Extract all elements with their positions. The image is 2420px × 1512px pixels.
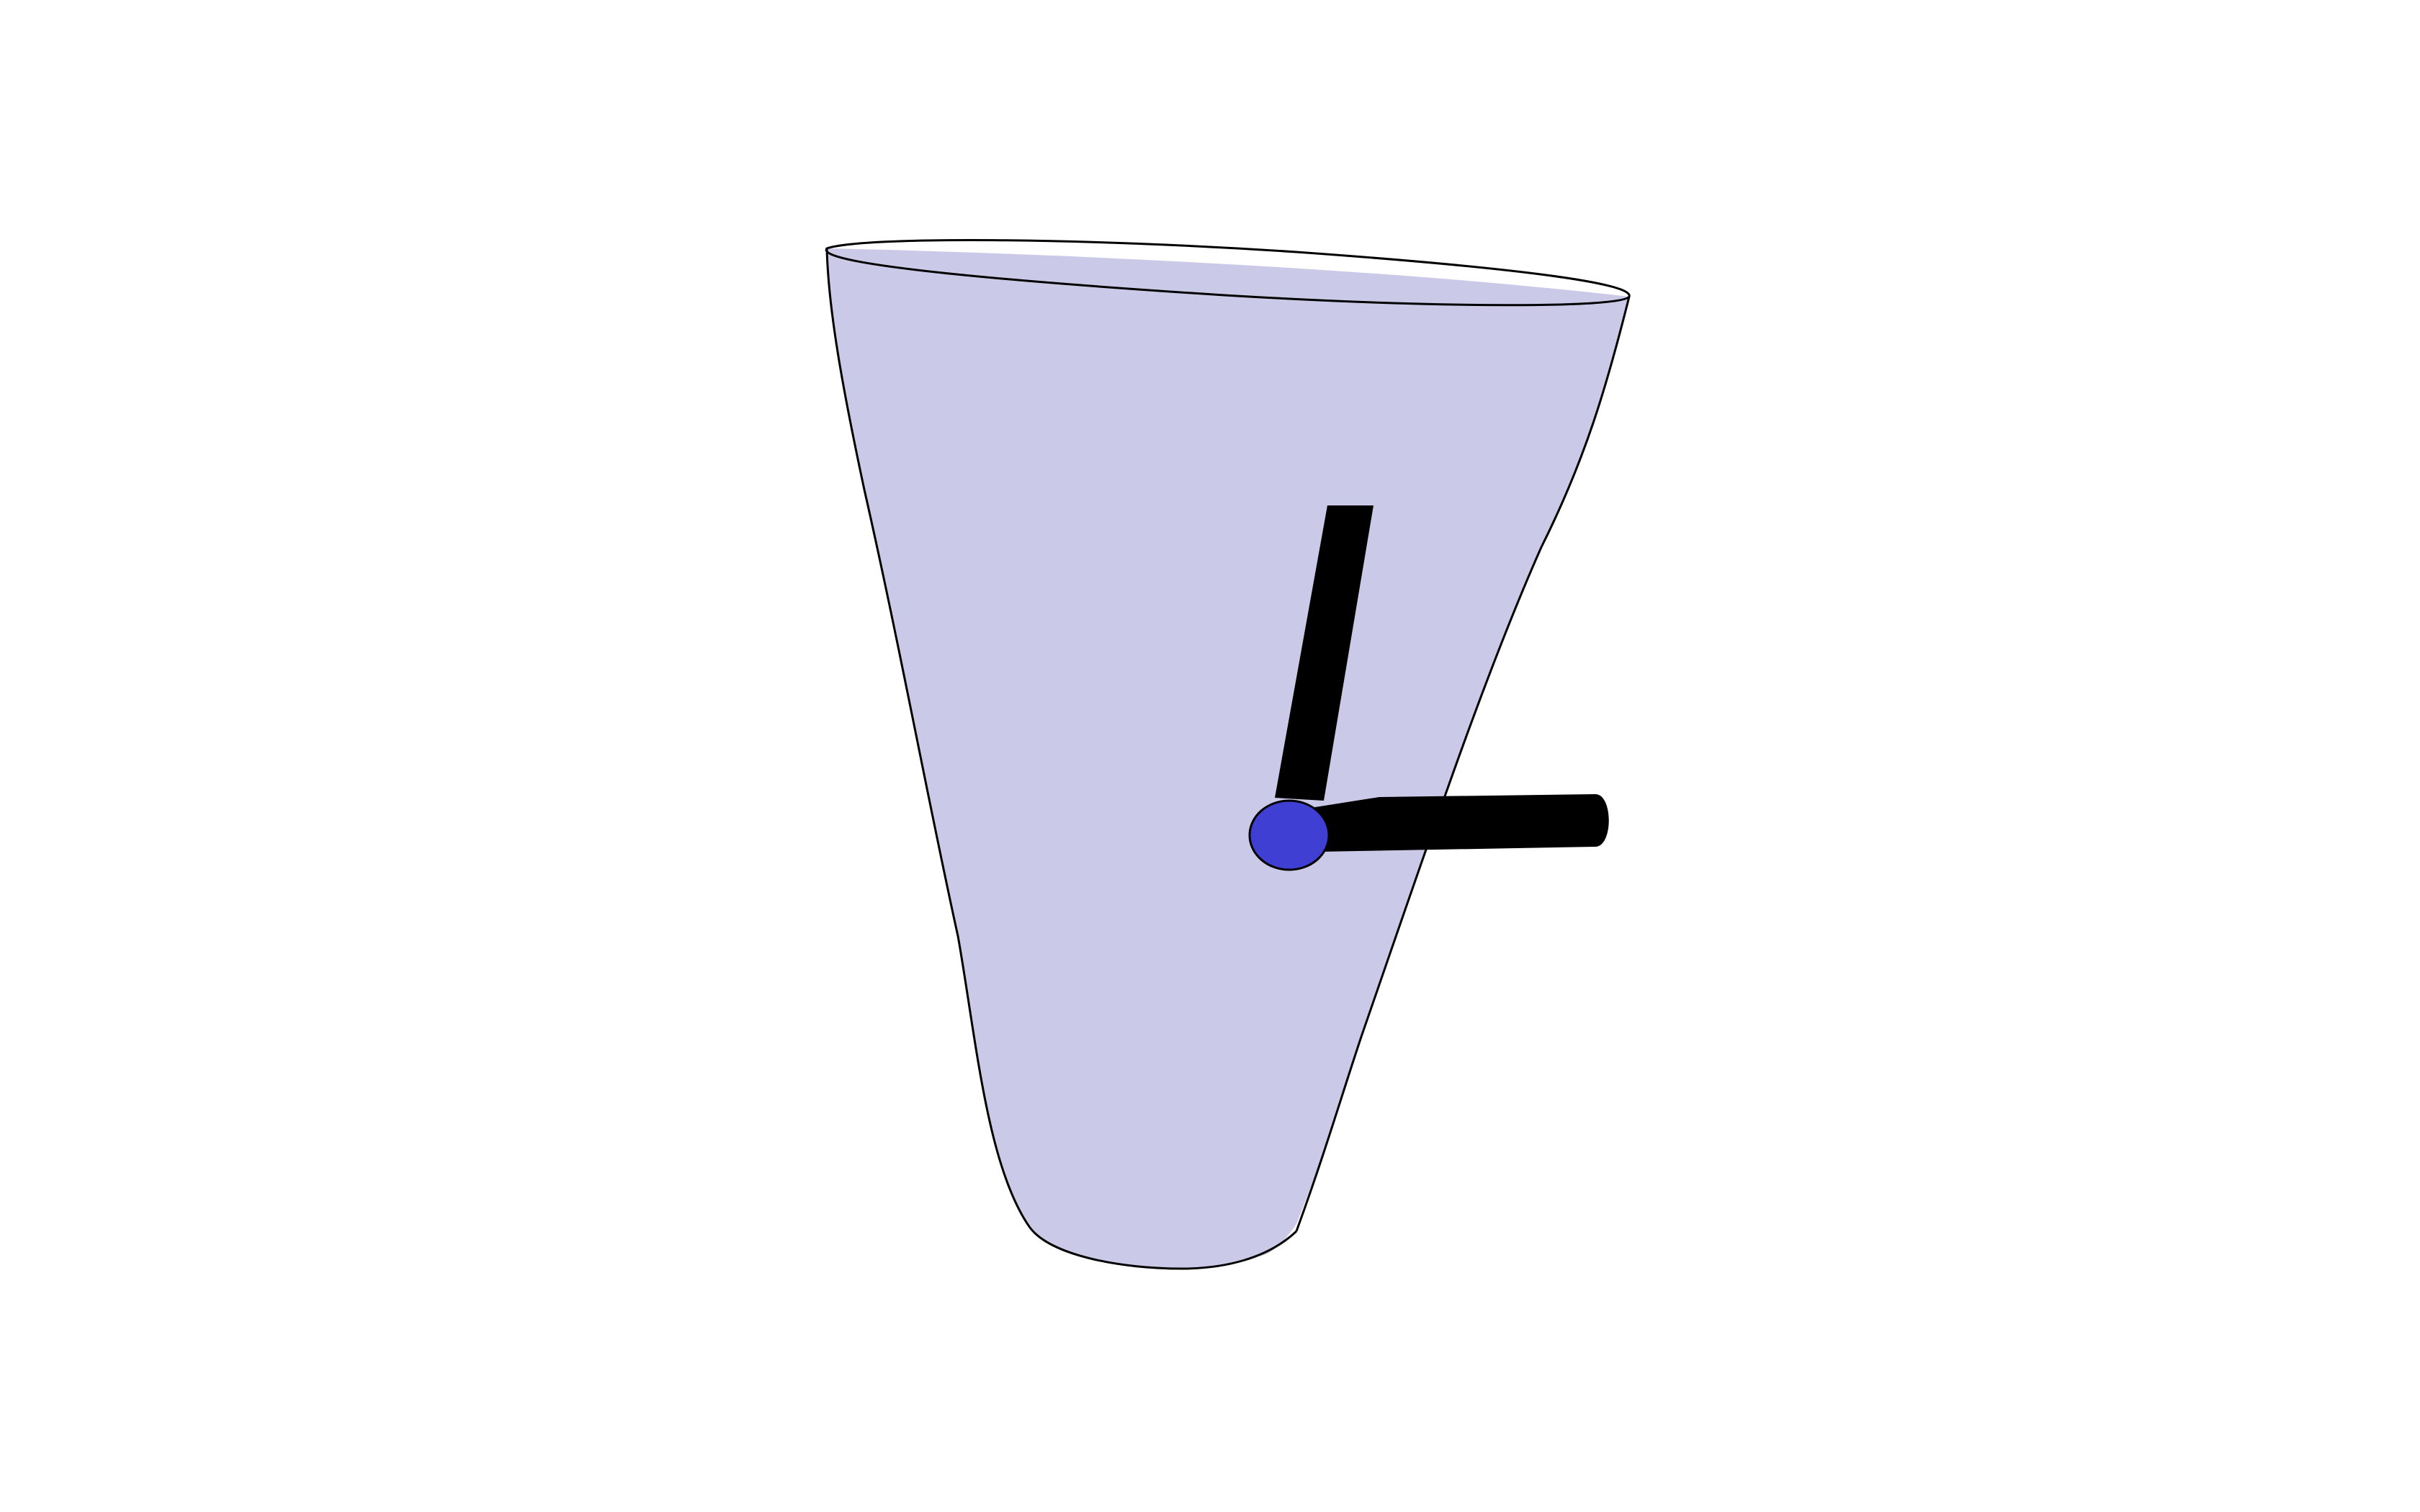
- cup-surface-body: [827, 248, 1629, 1269]
- cup-right-edge: [1295, 296, 1631, 1232]
- vector-right: [1311, 794, 1609, 852]
- cup-left-edge: [825, 248, 1031, 1228]
- cup-bottom-rim: [1028, 1227, 1298, 1270]
- base-point: [1248, 799, 1330, 871]
- cup-top-rim: [825, 239, 1631, 307]
- vector-up: [1275, 505, 1373, 801]
- tangent-vectors: [1275, 505, 1609, 852]
- surface-group: [825, 239, 1631, 1270]
